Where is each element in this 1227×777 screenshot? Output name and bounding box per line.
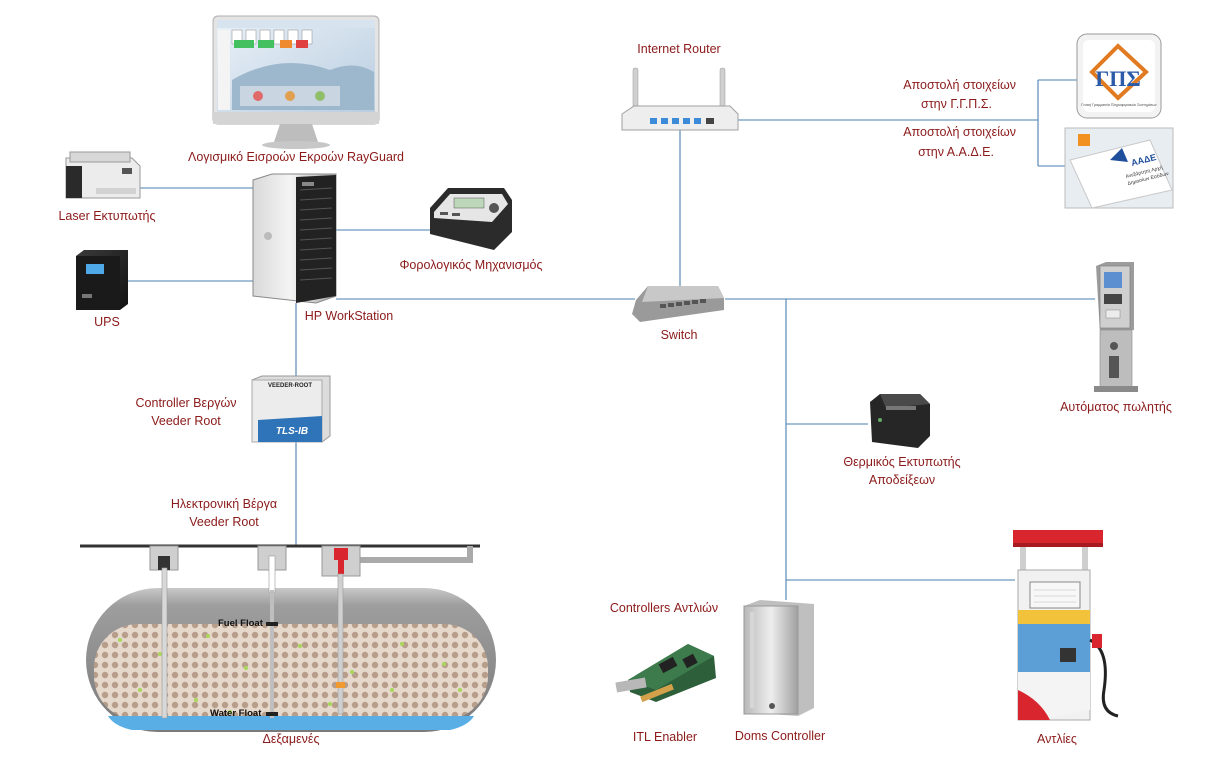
fuel-tank-icon: Fuel Float Water Float — [80, 544, 496, 732]
itl-label: ITL Enabler — [632, 730, 698, 744]
send-ggps-line-2: στην Γ.Γ.Π.Σ. — [921, 97, 992, 111]
kiosk-icon — [1094, 262, 1138, 392]
pump-controllers-label: Controllers Αντλιών — [609, 601, 719, 615]
ups-label: UPS — [94, 315, 120, 329]
pumps-label: Αντλίες — [1037, 732, 1077, 746]
network-switch-icon — [632, 286, 724, 322]
probe-label-2: Veeder Root — [189, 515, 259, 529]
send-aade-line-1: Αποστολή στοιχείων — [903, 125, 1016, 139]
fiscal-device-icon — [430, 188, 512, 250]
monitor-icon — [212, 15, 380, 149]
router-icon — [621, 67, 739, 131]
monitor-label: Λογισμικό Εισροών Εκροών RayGuard — [187, 150, 405, 164]
doms-label: Doms Controller — [734, 729, 826, 743]
svg-text:ΓΠΣ: ΓΠΣ — [1095, 66, 1141, 91]
kiosk-label: Αυτόματος πωλητής — [1060, 400, 1172, 414]
workstation-label: HP WorkStation — [304, 309, 394, 323]
laser-printer-icon — [65, 151, 141, 199]
tls-model: TLS-IB — [276, 426, 308, 437]
ggps-subtitle: Γενική Γραμματεία Πληροφοριακών Συστημάτ… — [1081, 103, 1156, 107]
thermal-printer-label-2: Αποδείξεων — [868, 473, 936, 487]
pci-card-icon — [615, 644, 716, 703]
doms-cabinet-icon — [743, 600, 814, 716]
fuel-float-label: Fuel Float — [218, 618, 264, 629]
tanks-label: Δεξαμενές — [262, 732, 320, 746]
thermal-printer-icon — [870, 394, 930, 448]
veeder-brand: VEEDER-ROOT — [268, 383, 312, 389]
ups-icon — [76, 250, 128, 310]
switch-label: Switch — [660, 328, 698, 342]
fiscal-device-label: Φορολογικός Μηχανισμός — [399, 258, 543, 272]
tank-controller-label-1: Controller Βεργών — [135, 396, 237, 410]
probe-label-1: Ηλεκτρονική Βέργα — [170, 497, 278, 511]
laser-printer-label: Laser Εκτυπωτής — [58, 209, 156, 223]
tank-controller-label-2: Veeder Root — [151, 414, 221, 428]
connector-lines — [128, 79, 1095, 600]
water-float-label: Water Float — [210, 708, 262, 719]
fuel-pump-icon — [1013, 530, 1119, 721]
router-label: Internet Router — [637, 42, 721, 56]
send-aade-line-2: στην Α.Α.Δ.Ε. — [918, 145, 994, 159]
tower-pc-icon — [252, 173, 337, 304]
ggps-logo: ΓΠΣ Γενική Γραμματεία Πληροφοριακών Συστ… — [1076, 33, 1162, 119]
thermal-printer-label-1: Θερμικός Εκτυπωτής — [843, 455, 961, 469]
tank-controller-icon: VEEDER-ROOT TLS-IB — [251, 375, 331, 443]
aade-logo: ΑΑΔΕ Ανεξάρτητη Αρχή Δημοσίων Εσόδων — [1064, 127, 1174, 209]
send-ggps-line-1: Αποστολή στοιχείων — [903, 78, 1016, 92]
